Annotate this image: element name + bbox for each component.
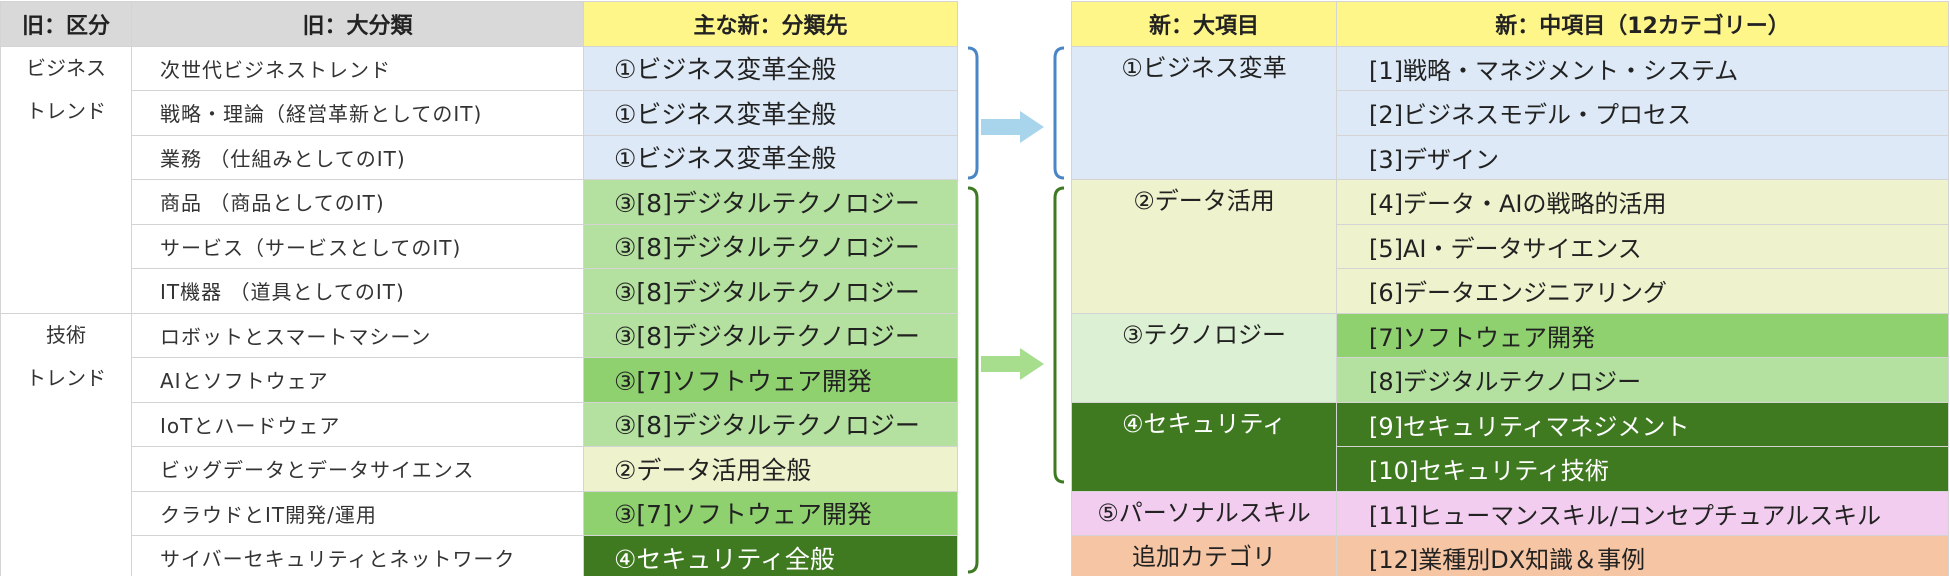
table-row: ビジネス トレンド 次世代ビジネストレンド ①ビジネス変革全般 [0, 45, 958, 314]
major-security: ④セキュリティ [1071, 401, 1337, 492]
major-data-utilization: ②データ活用 [1071, 179, 1337, 314]
minor-category-cell: [8]デジタルテクノロジー [1336, 357, 1949, 403]
table-row: 技術 トレンド ロボットとスマートマシーン ③[8]デジタルテクノロジー [0, 312, 958, 576]
destination-cell: ④セキュリティ全般 [583, 535, 958, 576]
major-business-transformation: ①ビジネス変革 [1071, 45, 1337, 180]
destination-cell: ③[8]デジタルテクノロジー [583, 223, 958, 269]
destination-cell: ③[8]デジタルテクノロジー [583, 401, 958, 447]
arrow-right-green [981, 348, 1044, 380]
old-subcategory-cell: 商品 （商品としてのIT) [131, 179, 584, 225]
group-label-line2: トレンド [26, 98, 106, 123]
major-additional-category: 追加カテゴリ [1071, 535, 1337, 576]
minor-category-cell: [6]データエンジニアリング [1336, 268, 1949, 314]
destination-cell: ③[8]デジタルテクノロジー [583, 312, 958, 358]
old-subcategory-cell: 戦略・理論（経営革新としてのIT) [131, 90, 584, 136]
bracket-green [967, 186, 979, 574]
destination-cell: ②データ活用全般 [583, 446, 958, 492]
table-row: [3]デザイン [1072, 134, 1949, 180]
bracket-blue [967, 46, 979, 180]
old-subcategory-cell: クラウドとIT開発/運用 [131, 490, 584, 536]
minor-category-cell: [1]戦略・マネジメント・システム [1336, 45, 1949, 91]
minor-category-cell: [4]データ・AIの戦略的活用 [1336, 179, 1949, 225]
table-row: ビッグデータとデータサイエンス ②データ活用全般 [1, 446, 958, 492]
group-label-line2: トレンド [26, 365, 106, 390]
table-row: ⑤パーソナルスキル [11]ヒューマンスキル/コンセプチュアルスキル [1071, 490, 1949, 536]
destination-cell: ③[7]ソフトウェア開発 [583, 490, 958, 536]
arrow-right-blue [981, 111, 1044, 143]
new-table-header-row: 新：大項目 新：中項目（12カテゴリー） [1071, 1, 1949, 47]
old-subcategory-cell: IT機器 （道具としてのIT) [131, 268, 584, 314]
minor-category-cell: [5]AI・データサイエンス [1336, 223, 1949, 269]
minor-category-cell: [10]セキュリティ技術 [1336, 446, 1949, 492]
table-row: [8]デジタルテクノロジー [1072, 357, 1949, 403]
header-new-minor: 新：中項目（12カテゴリー） [1336, 1, 1949, 47]
minor-category-cell: [9]セキュリティマネジメント [1336, 401, 1949, 447]
table-row: [10]セキュリティ技術 [1072, 446, 1949, 492]
table-row: ①ビジネス変革 [1]戦略・マネジメント・システム [1071, 45, 1949, 180]
old-subcategory-cell: ビッグデータとデータサイエンス [131, 446, 584, 492]
table-row: ④セキュリティ [9]セキュリティマネジメント [1071, 401, 1949, 492]
bracket-green [1053, 186, 1065, 484]
old-subcategory-cell: 次世代ビジネストレンド [131, 45, 584, 91]
old-subcategory-cell: AIとソフトウェア [131, 357, 584, 403]
group-label-line1: ビジネス [26, 55, 106, 80]
group-label-line1: 技術 [46, 322, 86, 347]
old-subcategory-cell: IoTとハードウェア [131, 401, 584, 447]
table-row: [5]AI・データサイエンス [1072, 223, 1949, 269]
destination-cell: ①ビジネス変革全般 [583, 90, 958, 136]
old-subcategory-cell: サービス（サービスとしてのIT) [131, 223, 584, 269]
table-row: IoTとハードウェア ③[8]デジタルテクノロジー [1, 401, 958, 447]
header-new-major: 新：大項目 [1071, 1, 1337, 47]
group-business-trend: ビジネス トレンド [0, 45, 132, 314]
table-row: ③テクノロジー [7]ソフトウェア開発 [1071, 312, 1949, 403]
header-old-subcategory: 旧：大分類 [131, 1, 584, 47]
table-row: 業務 （仕組みとしてのIT) ①ビジネス変革全般 [1, 134, 958, 180]
destination-cell: ③[8]デジタルテクノロジー [583, 268, 958, 314]
table-row: ②データ活用 [4]データ・AIの戦略的活用 [1071, 179, 1949, 314]
minor-category-cell: [7]ソフトウェア開発 [1336, 312, 1949, 358]
old-subcategory-cell: 業務 （仕組みとしてのIT) [131, 134, 584, 180]
destination-cell: ③[8]デジタルテクノロジー [583, 179, 958, 225]
table-row: クラウドとIT開発/運用 ③[7]ソフトウェア開発 [1, 490, 958, 536]
old-subcategory-cell: サイバーセキュリティとネットワーク [131, 535, 584, 576]
minor-category-cell: [3]デザイン [1336, 134, 1949, 180]
group-technology-trend: 技術 トレンド [0, 312, 132, 576]
major-technology: ③テクノロジー [1071, 312, 1337, 403]
table-row: AIとソフトウェア ③[7]ソフトウェア開発 [1, 357, 958, 403]
table-row: 商品 （商品としてのIT) ③[8]デジタルテクノロジー [1, 179, 958, 225]
major-personal-skill: ⑤パーソナルスキル [1071, 490, 1337, 536]
minor-category-cell: [12]業種別DX知識＆事例 [1336, 535, 1949, 576]
old-subcategory-cell: ロボットとスマートマシーン [131, 312, 584, 358]
old-classification-table: 旧：区分 旧：大分類 主な新：分類先 ビジネス トレンド 次世代ビジネストレンド… [0, 1, 958, 576]
table-row: [2]ビジネスモデル・プロセス [1072, 90, 1949, 136]
table-row: 追加カテゴリ [12]業種別DX知識＆事例 [1071, 535, 1949, 576]
table-row: [6]データエンジニアリング [1072, 268, 1949, 314]
new-classification-table: 新：大項目 新：中項目（12カテゴリー） ①ビジネス変革 [1]戦略・マネジメン… [1071, 1, 1949, 576]
minor-category-cell: [11]ヒューマンスキル/コンセプチュアルスキル [1336, 490, 1949, 536]
old-table-header-row: 旧：区分 旧：大分類 主な新：分類先 [0, 1, 958, 47]
table-row: サービス（サービスとしてのIT) ③[8]デジタルテクノロジー [1, 223, 958, 269]
table-row: 戦略・理論（経営革新としてのIT) ①ビジネス変革全般 [1, 90, 958, 136]
destination-cell: ③[7]ソフトウェア開発 [583, 357, 958, 403]
destination-cell: ①ビジネス変革全般 [583, 134, 958, 180]
bracket-blue [1053, 46, 1065, 180]
table-row: IT機器 （道具としてのIT) ③[8]デジタルテクノロジー [1, 268, 958, 314]
destination-cell: ①ビジネス変革全般 [583, 45, 958, 91]
minor-category-cell: [2]ビジネスモデル・プロセス [1336, 90, 1949, 136]
header-old-category: 旧：区分 [0, 1, 132, 47]
table-row: サイバーセキュリティとネットワーク ④セキュリティ全般 [1, 535, 958, 576]
